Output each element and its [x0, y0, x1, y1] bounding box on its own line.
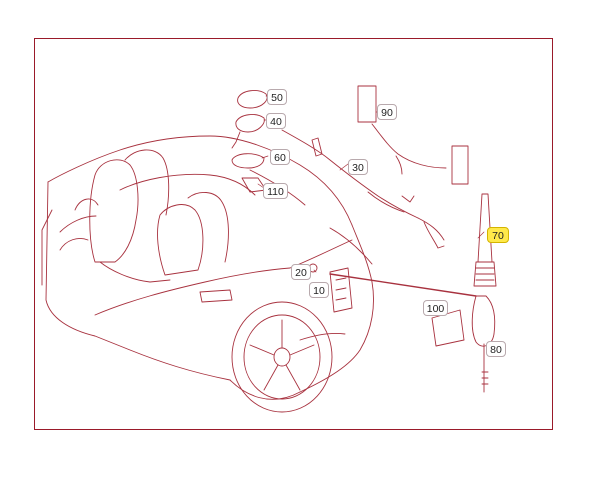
bracket-90 [357, 85, 469, 185]
seal-100 [431, 309, 465, 347]
callout-50[interactable]: 50 [267, 89, 287, 105]
seats [59, 149, 229, 283]
cable-harness [281, 129, 445, 249]
callout-100[interactable]: 100 [423, 300, 448, 316]
callout-110[interactable]: 110 [263, 183, 288, 199]
callout-70-highlighted[interactable]: 70 [487, 227, 509, 243]
callout-90[interactable]: 90 [377, 104, 397, 120]
car-body [41, 135, 374, 400]
callout-80[interactable]: 80 [486, 341, 506, 357]
antenna-rod-line [329, 227, 477, 297]
callout-40[interactable]: 40 [266, 113, 286, 129]
callout-60[interactable]: 60 [270, 149, 290, 165]
diagram-frame [34, 38, 553, 430]
antenna-cap-parts [231, 90, 268, 193]
callout-20[interactable]: 20 [291, 264, 311, 280]
callout-30[interactable]: 30 [348, 159, 368, 175]
callout-10[interactable]: 10 [309, 282, 329, 298]
wheel [231, 301, 333, 413]
module-10 [329, 267, 353, 313]
antenna-mast [473, 193, 497, 287]
